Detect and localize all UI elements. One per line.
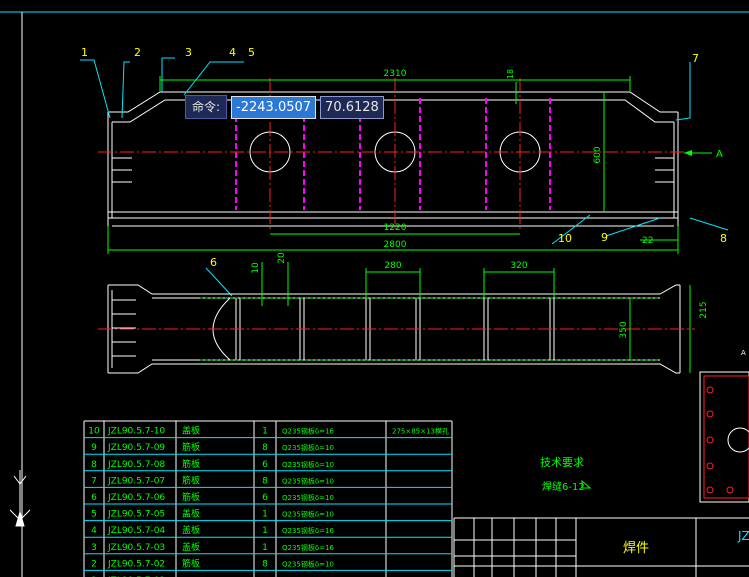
bom-row-name: 盖板 — [182, 524, 200, 536]
bom-row-qty: 6 — [262, 460, 268, 470]
bom-row-code: JZL90.5.7-10 — [107, 427, 165, 437]
bom-row-no: 9 — [91, 443, 97, 453]
bom-row-qty: 8 — [262, 559, 268, 569]
bom-row-material: Q235钢板δ=10 — [282, 460, 334, 469]
view-a-arrowhead — [684, 150, 692, 156]
callout-7: 7 — [692, 52, 699, 65]
bom-row-material: Q235钢板δ=10 — [282, 559, 334, 568]
bom-row-name: 盖板 — [182, 425, 200, 437]
bom-row-no: 8 — [91, 460, 97, 470]
callout-8: 8 — [720, 232, 727, 245]
bom-row-name: 筋板 — [182, 474, 200, 486]
dim-top-width: 2310 — [384, 69, 407, 79]
callout-5: 5 — [248, 46, 255, 59]
callout-2: 2 — [134, 46, 141, 59]
command-label: 命令: — [185, 95, 228, 119]
bom-row-no: 5 — [91, 510, 97, 520]
title-block-name: 焊件 — [623, 540, 649, 556]
front-view[interactable] — [107, 91, 679, 227]
bom-row-qty: 1 — [262, 526, 268, 536]
bom-row-no: 6 — [91, 493, 97, 503]
bom-row-material: Q235钢板δ=10 — [282, 510, 334, 519]
bom-row-name: 筋板 — [182, 557, 200, 569]
bom-row-note: 275×85×13横孔 — [392, 427, 449, 436]
dim-plan-20: 20 — [277, 252, 287, 264]
title-block-code: JZ — [737, 529, 749, 543]
dim-plan-320: 320 — [510, 261, 527, 271]
bom-row-code: JZL90.5.7-02 — [107, 559, 165, 569]
dim-plan-280: 280 — [384, 261, 401, 271]
bom-row-material: Q235钢板δ=10 — [282, 493, 334, 502]
bom-row-name: 盖板 — [182, 508, 200, 520]
ucs-icon — [9, 470, 31, 527]
bom-row-code: JZL90.5.7-08 — [107, 460, 165, 470]
dim-height: 600 — [593, 146, 603, 163]
bom-row-code: JZL90.5.7-06 — [107, 493, 165, 503]
callout-10: 10 — [558, 232, 572, 245]
callout-4: 4 — [229, 46, 236, 59]
centerlines-front — [98, 78, 690, 232]
command-input-tooltip[interactable]: 命令: -2243.0507 70.6128 — [185, 95, 384, 119]
dim-plan-350: 350 — [619, 321, 629, 338]
bom-row-code: JZL90.5.7-09 — [107, 443, 165, 453]
side-view-a[interactable] — [699, 371, 749, 503]
bom-row-code: JZL90.5.7-04 — [107, 526, 165, 536]
bom-row-qty: 8 — [262, 443, 268, 453]
dimensions-plan — [261, 262, 691, 373]
coordinate-x-input[interactable]: -2243.0507 — [231, 95, 317, 119]
bom-row-code: JZL90.5.7-05 — [107, 510, 165, 520]
coordinate-y-input[interactable]: 70.6128 — [320, 95, 384, 119]
bom-row-no: 10 — [88, 427, 100, 437]
side-view-a-label: A — [741, 349, 746, 357]
bom-row-material: Q235钢板δ=10 — [282, 476, 334, 485]
bom-row-no: 7 — [91, 476, 97, 486]
tech-note-title: 技术要求 — [540, 456, 584, 469]
bom-row-code: JZL90.5.7-07 — [107, 476, 165, 486]
bom-row-no: 3 — [91, 543, 97, 553]
bom-row-qty: 1 — [262, 427, 268, 437]
bom-row-material: Q235钢板δ=10 — [282, 443, 334, 452]
callout-3: 3 — [185, 46, 192, 59]
tech-note-spec: 焊缝6-12 — [542, 480, 585, 493]
callout-6: 6 — [210, 256, 217, 269]
bom-row-name: 筋板 — [182, 458, 200, 470]
plan-weld-lines — [200, 297, 660, 361]
callout-1: 1 — [81, 46, 88, 59]
dim-plan-10: 10 — [251, 262, 261, 274]
bom-row-material: Q235钢板δ=16 — [282, 526, 334, 535]
bom-row-qty: 1 — [262, 543, 268, 553]
dimensions-front — [107, 76, 679, 254]
dim-top-thickness: 18 — [506, 69, 515, 79]
bom-row-qty: 1 — [262, 510, 268, 520]
bom-row-no: 2 — [91, 559, 97, 569]
callout-leaders — [80, 57, 729, 297]
bom-row-no: 4 — [91, 526, 97, 536]
view-a-label: A — [716, 149, 723, 160]
bom-row-material: Q235钢板δ=16 — [282, 543, 334, 552]
dim-plan-215: 215 — [699, 301, 709, 318]
bom-row-name: 筋板 — [182, 441, 200, 453]
dim-inner-span: 1220 — [384, 223, 407, 233]
callout-9: 9 — [601, 231, 608, 244]
bom-row-qty: 6 — [262, 493, 268, 503]
bom-row-name: 筋板 — [182, 491, 200, 503]
bom-row-material: Q235钢板δ=16 — [282, 427, 334, 436]
title-block — [453, 517, 749, 577]
dim-offset-22: 22 — [642, 236, 653, 246]
bom-row-code: JZL90.5.7-03 — [107, 543, 165, 553]
bom-row-name: 盖板 — [182, 541, 200, 553]
dim-overall-length: 2800 — [384, 240, 407, 250]
weld-symbol — [581, 479, 592, 489]
bom-row-qty: 8 — [262, 476, 268, 486]
